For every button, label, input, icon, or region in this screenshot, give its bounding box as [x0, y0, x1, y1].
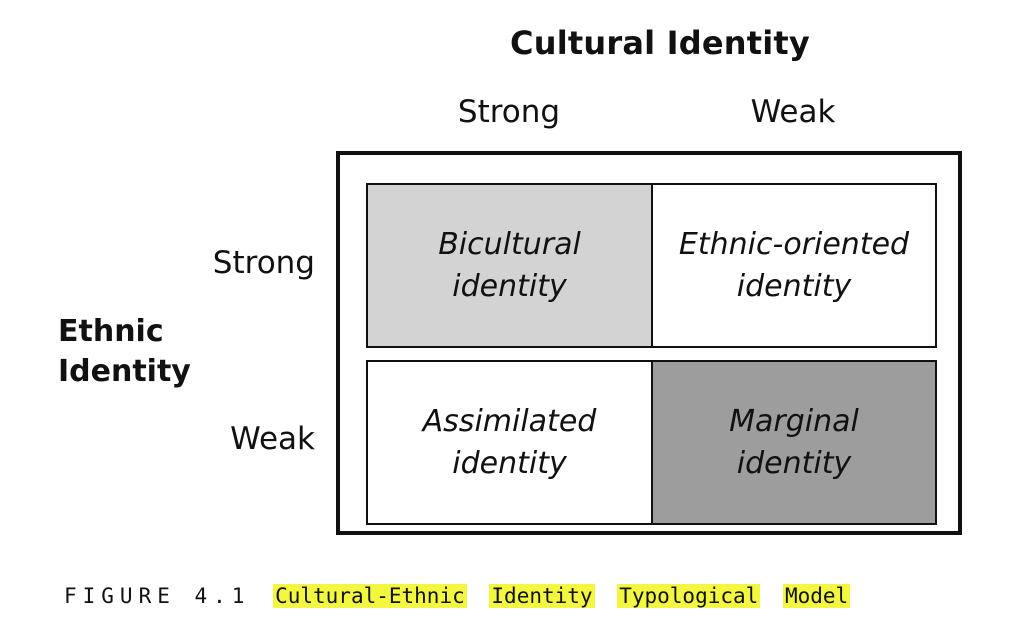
row-axis-title-line: Ethnic [58, 314, 164, 349]
cell-bicultural-identity: Bicultural identity [366, 183, 653, 348]
cell-line: Ethnic-oriented [678, 226, 910, 262]
cell-ethnic-oriented-identity: Ethnic-oriented identity [651, 183, 937, 348]
cell-text: Ethnic-oriented identity [679, 224, 909, 308]
cell-line: identity [452, 445, 567, 481]
cell-line: Assimilated [422, 403, 597, 439]
column-axis-title: Cultural Identity [510, 24, 810, 62]
cell-text: Assimilated identity [423, 401, 597, 485]
caption-word-highlight: Typological [617, 584, 761, 608]
row-label-weak: Weak [230, 421, 315, 457]
cell-line: identity [736, 268, 852, 304]
cell-line: identity [452, 268, 567, 304]
figure-caption: FIGURE 4.1 Cultural-Ethnic Identity Typo… [64, 584, 860, 608]
matrix-outer-frame [336, 151, 962, 535]
cell-text: Bicultural identity [438, 224, 581, 308]
figure-number: FIGURE 4.1 [64, 584, 251, 608]
cell-text: Marginal identity [729, 401, 859, 485]
caption-word-highlight: Identity [489, 584, 595, 608]
cell-line: Marginal [729, 403, 859, 439]
row-label-strong: Strong [212, 245, 315, 281]
cell-line: identity [736, 445, 852, 481]
column-label-weak: Weak [750, 94, 836, 130]
row-axis-title-line: Identity [58, 354, 191, 389]
cell-assimilated-identity: Assimilated identity [366, 360, 653, 525]
cell-marginal-identity: Marginal identity [651, 360, 937, 525]
row-axis-title: Ethnic Identity [58, 312, 203, 392]
caption-word-highlight: Model [782, 584, 851, 608]
caption-word-highlight: Cultural-Ethnic [273, 584, 467, 608]
column-label-strong: Strong [457, 94, 561, 130]
cell-line: Bicultural [438, 226, 581, 262]
